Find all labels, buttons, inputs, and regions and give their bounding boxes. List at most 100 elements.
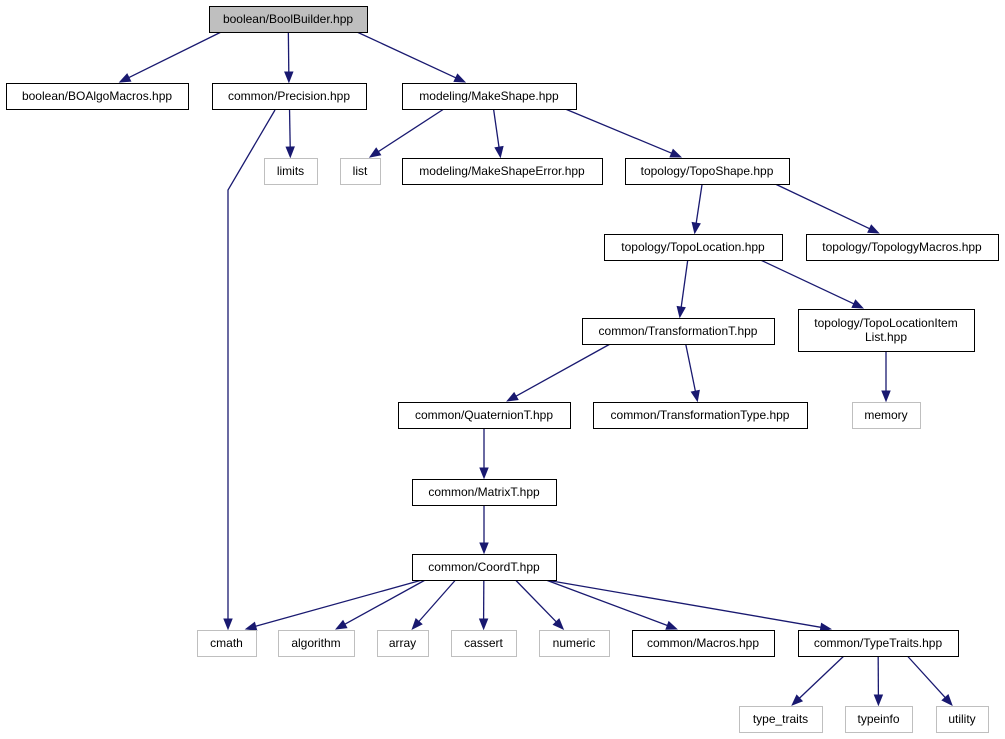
edge-line <box>288 108 291 148</box>
node-box <box>451 630 517 657</box>
node-label: common/TypeTraits.hpp <box>814 636 943 650</box>
node-label: common/TransformationT.hpp <box>599 324 758 338</box>
edge-topolocationitemlist-to-memory <box>881 351 891 403</box>
node-label: cmath <box>210 636 243 650</box>
node-array: array <box>377 630 429 657</box>
node-box <box>798 630 959 657</box>
node-type_traits: type_traits <box>739 706 823 733</box>
node-boalgo[interactable]: boolean/BOAlgoMacros.hpp <box>6 83 189 110</box>
arrowhead <box>284 71 294 84</box>
node-box <box>412 554 557 581</box>
edge-coordt-to-numeric <box>515 579 565 630</box>
arrowhead <box>494 145 504 159</box>
node-label: topology/TopoShape.hpp <box>641 164 774 178</box>
edge-makeshape-to-list <box>368 108 445 158</box>
node-label: List.hpp <box>865 330 907 344</box>
edge-line <box>565 108 672 154</box>
node-box <box>582 318 775 345</box>
node-makeshapeerror[interactable]: modeling/MakeShapeError.hpp <box>402 158 603 185</box>
node-cassert: cassert <box>451 630 517 657</box>
node-box <box>936 706 989 733</box>
edge-root-to-precision <box>284 31 294 84</box>
arrowhead <box>244 621 258 631</box>
arrowhead <box>478 618 489 631</box>
node-coordt[interactable]: common/CoordT.hpp <box>412 554 557 581</box>
node-label: numeric <box>553 636 596 650</box>
node-label: array <box>389 636 416 650</box>
arrowhead <box>669 148 683 158</box>
node-matrixt[interactable]: common/MatrixT.hpp <box>412 479 557 506</box>
node-box <box>340 158 381 185</box>
edge-toposhape-to-topologymacros <box>774 183 880 234</box>
edge-line <box>515 343 611 397</box>
edge-quaterniont-to-matrixt <box>479 428 489 480</box>
edge-line <box>760 259 855 305</box>
node-box <box>798 309 975 352</box>
arrowhead <box>690 389 700 403</box>
node-label: cassert <box>464 636 503 650</box>
node-label: boolean/BOAlgoMacros.hpp <box>22 89 172 103</box>
edge-line <box>378 108 445 153</box>
edge-line <box>344 579 426 625</box>
node-topologymacros[interactable]: topology/TopologyMacros.hpp <box>806 234 999 261</box>
edge-line <box>685 343 697 392</box>
node-box <box>212 83 367 110</box>
node-quaterniont[interactable]: common/QuaternionT.hpp <box>398 402 571 429</box>
node-label: limits <box>277 164 304 178</box>
edge-line <box>418 579 456 622</box>
edge-coordt-to-cassert <box>478 579 489 631</box>
node-label: boolean/BoolBuilder.hpp <box>223 12 353 26</box>
node-root[interactable]: boolean/BoolBuilder.hpp <box>209 6 368 33</box>
node-macros[interactable]: common/Macros.hpp <box>632 630 775 657</box>
node-box <box>264 158 318 185</box>
node-label: typeinfo <box>857 712 899 726</box>
node-box <box>197 630 257 657</box>
node-label: topology/TopoLocation.hpp <box>621 240 765 254</box>
nodes-layer: boolean/BoolBuilder.hpp boolean/BOAlgoMac… <box>6 6 999 733</box>
node-numeric: numeric <box>539 630 610 657</box>
arrowhead <box>873 694 884 707</box>
edge-transformationt-to-transformationtype <box>685 343 700 403</box>
node-label: common/QuaternionT.hpp <box>415 408 553 422</box>
arrowhead <box>676 305 686 319</box>
node-topolocation[interactable]: topology/TopoLocation.hpp <box>604 234 783 261</box>
node-label: memory <box>864 408 907 422</box>
node-typetraits[interactable]: common/TypeTraits.hpp <box>798 630 959 657</box>
edge-coordt-to-typetraits <box>545 579 833 632</box>
edge-line <box>545 579 822 628</box>
node-transformationt[interactable]: common/TransformationT.hpp <box>582 318 775 345</box>
node-box <box>739 706 823 733</box>
arrowhead <box>791 694 804 706</box>
node-label: topology/TopologyMacros.hpp <box>822 240 982 254</box>
arrowhead <box>941 694 953 706</box>
node-algorithm: algorithm <box>278 630 355 657</box>
arrowhead <box>665 620 678 630</box>
node-box <box>845 706 913 733</box>
edge-line <box>695 183 703 224</box>
node-label: common/TransformationType.hpp <box>611 408 790 422</box>
edge-line <box>227 109 276 619</box>
node-box <box>398 402 571 429</box>
node-precision[interactable]: common/Precision.hpp <box>212 83 367 110</box>
node-box <box>632 630 775 657</box>
node-list: list <box>340 158 381 185</box>
node-box <box>852 402 921 429</box>
node-box <box>604 234 783 261</box>
node-toposhape[interactable]: topology/TopoShape.hpp <box>625 158 790 185</box>
edge-line <box>799 655 845 699</box>
node-label: list <box>353 164 368 178</box>
node-transformationtype[interactable]: common/TransformationType.hpp <box>593 402 808 429</box>
edge-line <box>255 579 423 627</box>
edge-line <box>545 579 668 627</box>
edge-coordt-to-cmath <box>244 579 423 631</box>
node-makeshape[interactable]: modeling/MakeShape.hpp <box>402 83 577 110</box>
node-label: algorithm <box>291 636 340 650</box>
edge-line <box>680 259 689 308</box>
node-limits: limits <box>264 158 318 185</box>
node-box <box>377 630 429 657</box>
edge-coordt-to-array <box>411 579 456 631</box>
node-box <box>539 630 610 657</box>
node-label: topology/TopoLocationItem <box>814 316 957 330</box>
